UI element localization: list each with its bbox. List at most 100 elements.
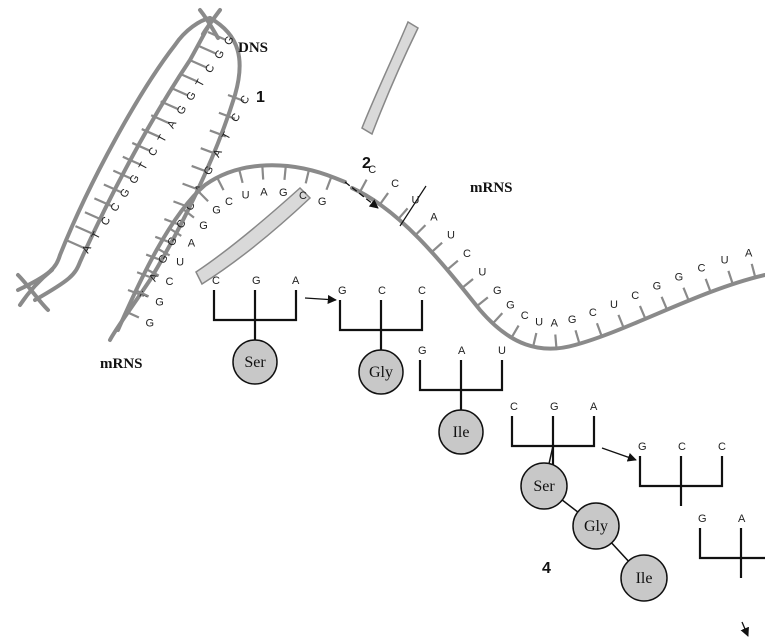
mrna-base-letter: G <box>675 272 684 284</box>
dna-base-letter: C <box>238 94 252 107</box>
mrna-base-letter: U <box>478 266 486 278</box>
dna-base-letter: G <box>118 187 133 200</box>
mrna-tick <box>576 330 580 343</box>
mrna-label-left: mRNS <box>100 356 143 372</box>
mrna-tick <box>239 169 242 183</box>
mrna-base-letter: C <box>589 307 597 319</box>
trna-anticodon-letter: C <box>212 275 220 287</box>
mrna-base-letter: U <box>176 256 184 268</box>
mrna-tick <box>416 225 426 235</box>
mrna-base-letter: U <box>242 189 250 201</box>
amino-acid-label: Ser <box>244 354 266 371</box>
trna-anticodon-letter: A <box>292 275 300 287</box>
mrna-tick <box>326 177 331 190</box>
mrna-tick <box>512 326 519 338</box>
trna-anticodon-letter: U <box>498 345 506 357</box>
mrna-base-letter: G <box>155 297 164 309</box>
mrna-tick <box>447 261 458 270</box>
mrna-tick <box>477 297 488 306</box>
mrna-base-letter: G <box>506 299 515 311</box>
step-2-label: 2 <box>362 155 371 172</box>
mrna-base-letter: C <box>225 196 233 208</box>
trna-anticodon-letter: C <box>510 401 518 413</box>
mrna-tick <box>360 180 367 192</box>
mrna-strand <box>118 165 765 348</box>
amino-acid-label: Gly <box>369 364 393 381</box>
trna-anticodon-letter: C <box>678 441 686 453</box>
peptide-amino-label: Ser <box>533 478 555 495</box>
trna-6: GAU <box>698 513 765 578</box>
dna-base-letter: C <box>99 215 113 228</box>
mrna-tick <box>217 178 223 190</box>
mrna-base-letter: U <box>535 316 543 328</box>
mrna-base-letter: G <box>146 317 155 329</box>
dna-base-letter: G <box>127 173 142 186</box>
trna-anticodon-letter: G <box>698 513 707 525</box>
mrna-base-letter: U <box>447 230 455 242</box>
mrna-base-letter: C <box>391 178 399 190</box>
mrna-base-letter: C <box>463 248 471 260</box>
mrna-label-leader <box>400 186 426 226</box>
mrna-tick <box>380 193 388 204</box>
mrna-tick <box>432 243 442 252</box>
mrna-base-letter: G <box>493 285 502 297</box>
trna-anticodon-letter: C <box>718 441 726 453</box>
trna-anticodon-letter: A <box>458 345 466 357</box>
dna-base-letter: T <box>137 160 151 172</box>
mrna-base-letter: U <box>721 254 729 266</box>
mrna-tick <box>728 271 732 284</box>
mrna-base-letter: A <box>260 187 268 199</box>
mrna-tick <box>640 306 645 319</box>
mrna-base-letter: G <box>279 187 288 199</box>
mrna-base-letter: A <box>430 212 438 224</box>
mrna-tick <box>752 264 756 278</box>
ribosome-upper-fragment <box>362 22 418 134</box>
dna-base-letter: T <box>194 77 208 89</box>
arrow-transcription <box>345 182 378 208</box>
mrna-tick <box>555 334 556 348</box>
mrna-base-letter: U <box>411 194 419 206</box>
mrna-tick <box>262 166 263 180</box>
arrow-trna-1 <box>305 298 336 300</box>
mrna-base-letter: G <box>653 281 662 293</box>
dna-base-letter: T <box>156 133 170 145</box>
mrna-base-letter: C <box>521 310 529 322</box>
mrna-base-letter: G <box>318 196 327 208</box>
trna-anticodon-letter: A <box>590 401 598 413</box>
mrna-base-letter: A <box>745 247 753 259</box>
mrna-base-letter: G <box>199 220 208 232</box>
amino-acid-label: Ile <box>453 424 470 441</box>
mrna-tick <box>597 323 602 336</box>
dna-base-letter: C <box>229 111 243 124</box>
dna-base-letter: C <box>146 146 160 159</box>
mrna-base-letter: G <box>568 314 577 326</box>
mrna-base-letter: C <box>299 190 307 202</box>
dna-base-letter: G <box>213 48 228 61</box>
arrow-trna-2 <box>602 448 636 460</box>
peptide-amino-label: Ile <box>636 570 653 587</box>
mrna-base-letter: C <box>166 276 174 288</box>
arrow-exit <box>742 622 748 636</box>
step-4-label: 4 <box>542 560 551 577</box>
dna-base-letter: T <box>220 130 234 142</box>
mrna-tick <box>533 333 536 347</box>
dna-base-letter: G <box>184 90 199 103</box>
mrna-tick <box>662 297 667 310</box>
mrna-label-top: mRNS <box>470 180 513 196</box>
mrna-tick <box>683 288 688 301</box>
trna-anticodon-letter: G <box>638 441 647 453</box>
trna-anticodon-letter: G <box>418 345 427 357</box>
trna-anticodon-letter: C <box>378 285 386 297</box>
peptide-amino-label: Gly <box>584 518 608 535</box>
dna-base-letter: C <box>108 201 122 214</box>
mrna-tick <box>493 313 502 323</box>
trna-anticodon-letter: G <box>550 401 559 413</box>
mrna-base-letter: C <box>697 263 705 275</box>
mrna-base-letter: C <box>631 290 639 302</box>
dna-base-letter: A <box>165 118 179 131</box>
